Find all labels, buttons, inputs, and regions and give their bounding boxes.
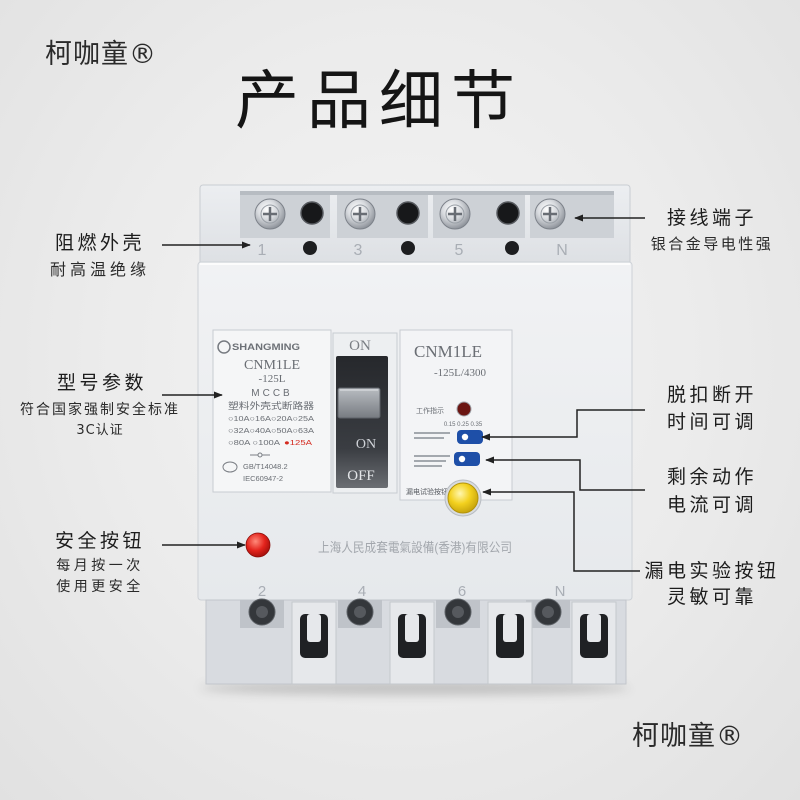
breaker-symbol-icon — [257, 452, 263, 458]
terminal-number: 4 — [358, 583, 366, 600]
callout-model-subtitle: 符合国家强制安全标准 — [20, 402, 180, 418]
leakage-test-button — [444, 479, 482, 517]
callout-leakage-test-subtitle: 灵敏可靠 — [666, 586, 758, 608]
rating-line: ○32A○40A○50A○63A — [228, 426, 314, 435]
terminal-number: 3 — [354, 242, 363, 259]
operating-handle: ON ON OFF — [332, 332, 398, 494]
standard-iec: IEC60947-2 — [243, 474, 283, 483]
circuit-breaker: 1 3 5 N SHANGMING CNM1LE -125L MCCB 塑料外壳… — [197, 184, 633, 695]
terminal-number: 5 — [455, 242, 464, 259]
callout-shell-title: 阻燃外壳 — [54, 232, 146, 254]
rcd-model: CNM1LE — [414, 342, 482, 361]
handle-lever — [337, 387, 381, 419]
brand-bottom-right: 柯咖童® — [632, 721, 744, 752]
top-terminal-block: 1 3 5 N — [199, 184, 631, 270]
residual-current-dial — [454, 452, 480, 466]
callout-trip-time-subtitle: 时间可调 — [666, 411, 758, 433]
terminal-screw — [534, 198, 566, 230]
handle-on-label: ON — [356, 437, 376, 452]
terminal-hole — [300, 201, 324, 225]
callout-residual-current-title: 剩余动作 — [666, 466, 758, 488]
bottom-terminal-block — [205, 598, 627, 685]
terminal-leg — [571, 601, 617, 685]
callout-residual-current-subtitle: 电流可调 — [666, 494, 758, 516]
manufacturer-name: 上海人民成套電氣設備(香港)有限公司 — [318, 540, 512, 555]
handle-off-label: OFF — [347, 468, 375, 484]
sensitivity-values: 0.15 0.25 0.35 — [444, 422, 483, 428]
handle-on-top-label: ON — [349, 338, 371, 354]
terminal-number: N — [556, 242, 568, 259]
page-title: 产品细节 — [235, 65, 523, 139]
standard-gb: GB/T14048.2 — [243, 462, 288, 471]
callout-terminals-subtitle: 银合金导电性强 — [650, 235, 774, 253]
callout-safety-button-line2: 使用更安全 — [56, 579, 144, 595]
terminal-leg — [487, 601, 533, 685]
terminal-number: 6 — [458, 583, 466, 600]
indicator-label: 工作指示 — [416, 406, 444, 415]
leader-line-leakage-test — [482, 488, 640, 572]
cover-screw-hole — [505, 241, 519, 255]
callout-shell-subtitle: 耐高温绝缘 — [49, 260, 151, 279]
trip-time-dial — [457, 430, 483, 444]
bottom-terminal-screw — [346, 598, 374, 626]
nameplate-description: 塑料外壳式断路器 — [228, 400, 314, 411]
terminal-number: 2 — [258, 583, 266, 600]
fine-print — [414, 432, 450, 467]
callout-model-title: 型号参数 — [56, 372, 148, 394]
terminal-screw — [254, 198, 286, 230]
nameplate-frame: -125L — [259, 373, 286, 385]
callout-leakage-test-title: 漏电实验按钮 — [644, 560, 780, 582]
rcd-panel: CNM1LE -125L/4300 工作指示 0.15 0.25 0.35 漏电… — [399, 329, 513, 501]
leader-line-residual-current — [485, 456, 645, 491]
callout-safety-button-title: 安全按钮 — [54, 530, 146, 552]
terminal-leg — [291, 601, 337, 685]
callout-trip-time-title: 脱扣断开 — [666, 384, 758, 406]
terminal-screw — [439, 198, 471, 230]
nameplate-logo: SHANGMING — [232, 342, 300, 352]
rating-line: ○10A○16A○20A○25A — [228, 414, 314, 423]
terminal-screw — [344, 198, 376, 230]
bottom-terminal-screw — [444, 598, 472, 626]
cover-screw-hole — [401, 241, 415, 255]
safety-button — [245, 532, 271, 558]
nameplate-panel — [212, 329, 332, 493]
cover-screw-hole — [303, 241, 317, 255]
nameplate-type: MCCB — [251, 388, 292, 399]
bottom-terminal-screw — [534, 598, 562, 626]
terminal-hole — [496, 201, 520, 225]
leader-line-trip-time — [481, 409, 645, 441]
callout-model-certification: 3C认证 — [76, 423, 124, 438]
pocket-shadow — [240, 191, 614, 195]
terminal-leg — [389, 601, 435, 685]
rcd-panel-plate — [399, 329, 513, 501]
brand-logo-icon — [217, 340, 231, 354]
nameplate: SHANGMING CNM1LE -125L MCCB 塑料外壳式断路器 ○10… — [212, 329, 332, 493]
terminal-hole — [396, 201, 420, 225]
brand-top-left: 柯咖童® — [45, 39, 157, 70]
test-button-label: 漏电试验按钮 — [406, 487, 448, 496]
callout-terminals-title: 接线端子 — [666, 207, 758, 229]
selected-rating: ●125A — [284, 438, 312, 447]
callout-lines — [162, 214, 645, 572]
terminal-number: N — [555, 583, 566, 600]
rating-line: ○80A ○100A — [228, 438, 280, 447]
indicator-lamp — [456, 401, 472, 417]
rcd-spec: -125L/4300 — [434, 367, 486, 379]
terminal-number: 1 — [258, 242, 267, 259]
bottom-terminal-screw — [248, 598, 276, 626]
nameplate-model: CNM1LE — [244, 358, 300, 373]
callout-safety-button-line1: 每月按一次 — [56, 558, 144, 574]
ccc-mark-icon — [222, 461, 238, 473]
